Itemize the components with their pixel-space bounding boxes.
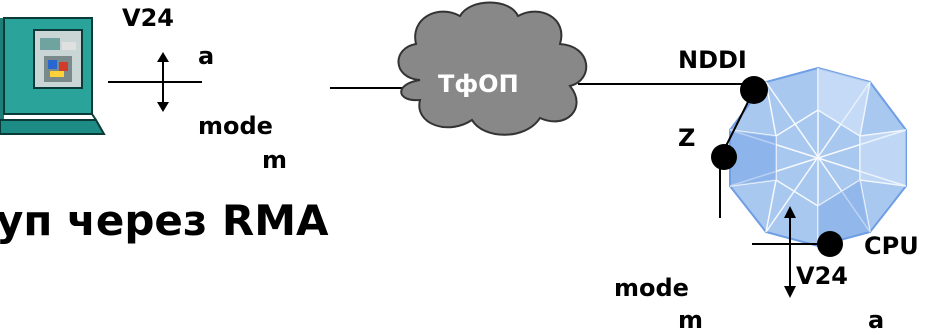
router-m-label: m: [678, 306, 704, 334]
z-label: Z: [678, 124, 696, 152]
nddi-z-link: [723, 97, 751, 151]
slide-title: уп через RMA: [0, 196, 329, 245]
computer-v24-label: V24: [122, 4, 174, 32]
computer-a-label: a: [198, 42, 215, 70]
tfop-cloud: [397, 1, 588, 136]
nddi-port: [740, 76, 768, 104]
cpu-port: [817, 231, 843, 257]
computer-mode-label: mode: [198, 112, 273, 140]
router-icon: [729, 66, 907, 248]
router-v24-label: V24: [796, 262, 848, 290]
router-a-label: a: [868, 306, 885, 334]
router-mode-label: mode: [614, 274, 689, 302]
cloud-label: ТфОП: [438, 70, 519, 98]
computer-m-label: m: [262, 146, 288, 174]
cpu-label: CPU: [864, 232, 919, 260]
z-port: [711, 144, 737, 170]
nddi-label: NDDI: [678, 46, 747, 74]
computer-icon: [0, 17, 106, 135]
